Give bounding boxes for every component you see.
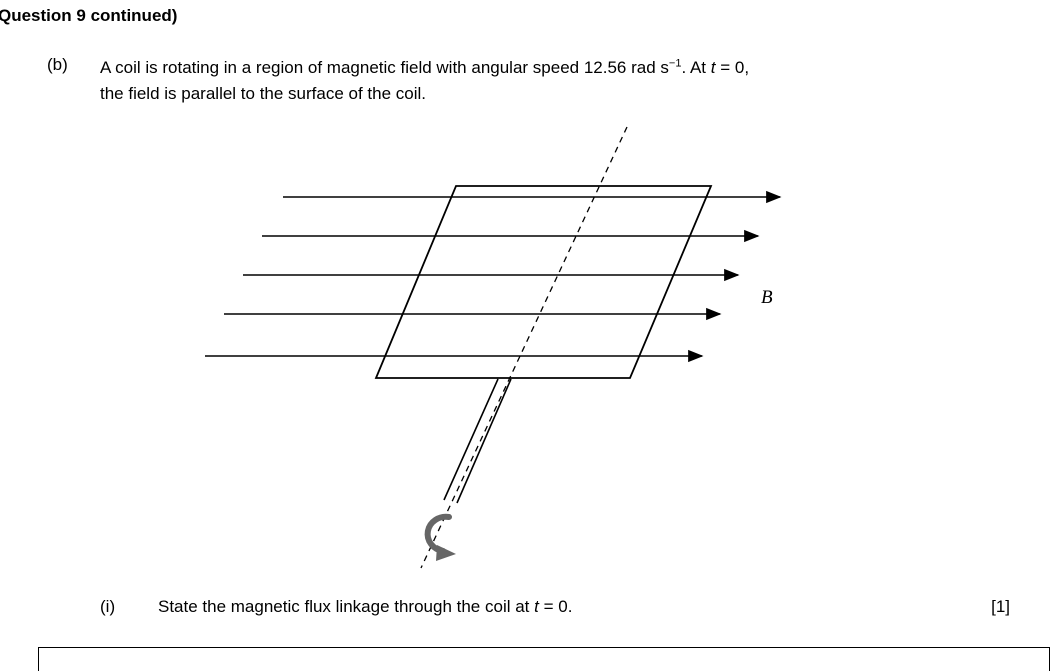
question-b-text-part2: . At xyxy=(681,58,711,77)
question-b-label: (b) xyxy=(47,55,68,74)
coil-outline xyxy=(374,185,713,379)
coil-handle xyxy=(443,378,512,504)
question-b-text: A coil is rotating in a region of magnet… xyxy=(100,55,890,107)
question-i-text-part2: = 0. xyxy=(538,597,573,616)
field-label-b: B xyxy=(761,287,773,308)
question-i-text-part1: State the magnetic flux linkage through … xyxy=(158,597,535,616)
rotation-arrow-icon xyxy=(424,513,456,561)
rotation-axis xyxy=(420,126,628,569)
page-header: Question 9 continued) xyxy=(0,6,178,25)
field-lines xyxy=(205,190,782,363)
superscript-minus-one: −1 xyxy=(668,57,682,70)
italic-t-symbol: t xyxy=(710,58,716,77)
italic-t-symbol: t xyxy=(534,597,539,616)
question-b-text-part3: = 0, xyxy=(715,58,750,77)
coil-rotation-diagram: B xyxy=(205,126,782,569)
question-i-label: (i) xyxy=(100,597,116,616)
answer-box xyxy=(38,647,1050,671)
marks-badge: [1] xyxy=(991,597,1010,616)
question-b-text-part1: A coil is rotating in a region of magnet… xyxy=(100,58,669,77)
question-b-text-line2: the field is parallel to the surface of … xyxy=(100,84,427,103)
question-i-text: State the magnetic flux linkage through … xyxy=(158,597,572,617)
